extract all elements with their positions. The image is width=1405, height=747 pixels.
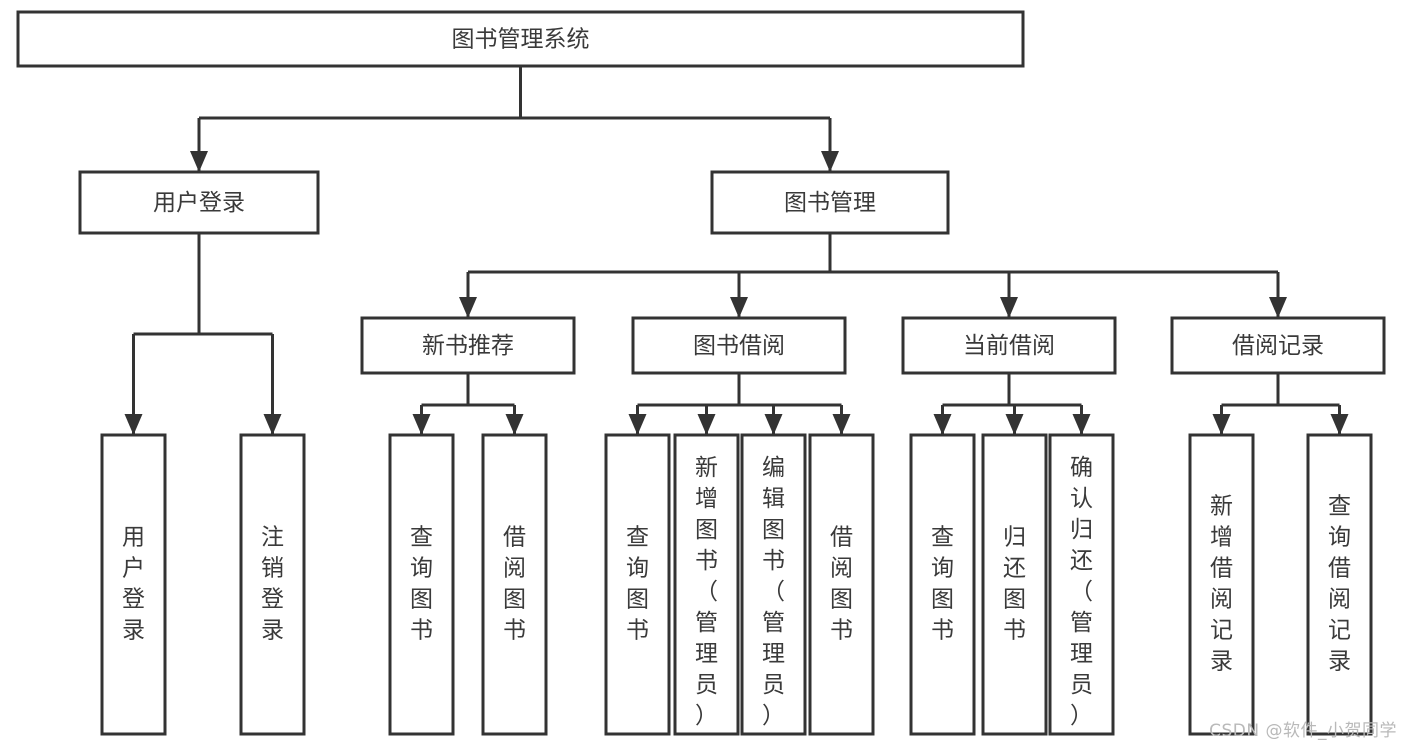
node-leaf-add-record-box[interactable]: [1188, 433, 1255, 736]
arrow-head-icon: [933, 414, 952, 435]
node-leaf-edit-book[interactable]: 编辑图书（管理员）: [740, 433, 807, 736]
node-current-borrow-label: 当前借阅: [963, 333, 1055, 359]
node-leaf-edit-book-label: 编辑图书（管理员）: [762, 455, 785, 729]
arrow-head-icon: [263, 414, 282, 435]
arrow-head-icon: [459, 297, 477, 318]
node-borrow-record-box[interactable]: [1170, 316, 1386, 375]
arrow-head-icon: [1212, 414, 1231, 435]
node-borrow-record[interactable]: 借阅记录: [1170, 316, 1386, 375]
node-leaf-confirm-return-label: 确认归还（管理员）: [1070, 455, 1093, 729]
node-leaf-query-book-3-box[interactable]: [909, 433, 976, 736]
connector-layer: [124, 66, 1349, 435]
node-leaf-query-book-1-label: 查询图书: [410, 525, 433, 644]
node-new-book-rec-label: 新书推荐: [422, 333, 514, 359]
arrow-head-icon: [124, 414, 143, 435]
node-leaf-query-book-3[interactable]: 查询图书: [909, 433, 976, 736]
node-leaf-logout-box[interactable]: [239, 433, 306, 736]
csdn-watermark: CSDN @软件_小贺同学: [1209, 721, 1397, 741]
node-leaf-query-record-label: 查询借阅记录: [1328, 494, 1351, 675]
node-leaf-borrow-book-1-label: 借阅图书: [503, 525, 526, 644]
arrow-head-icon: [1072, 414, 1091, 435]
node-current-borrow-box[interactable]: [901, 316, 1117, 375]
node-leaf-borrow-book-2-box[interactable]: [808, 433, 875, 736]
arrow-head-icon: [730, 297, 748, 318]
node-book-borrow-label: 图书借阅: [693, 333, 785, 359]
node-leaf-add-record[interactable]: 新增借阅记录: [1188, 433, 1255, 736]
arrow-head-icon: [190, 151, 208, 172]
node-root[interactable]: 图书管理系统: [16, 10, 1025, 68]
arrow-head-icon: [505, 414, 524, 435]
node-leaf-add-book[interactable]: 新增图书（管理员）: [673, 433, 740, 736]
node-user-login-label: 用户登录: [153, 190, 245, 216]
node-leaf-query-record-box[interactable]: [1306, 433, 1373, 736]
arrow-head-icon: [628, 414, 647, 435]
node-book-borrow-box[interactable]: [631, 316, 847, 375]
node-leaf-return-book-box[interactable]: [981, 433, 1048, 736]
node-leaf-return-book[interactable]: 归还图书: [981, 433, 1048, 736]
node-leaf-borrow-book-1-box[interactable]: [481, 433, 548, 736]
node-leaf-query-record[interactable]: 查询借阅记录: [1306, 433, 1373, 736]
node-leaf-borrow-book-1[interactable]: 借阅图书: [481, 433, 548, 736]
arrow-head-icon: [821, 151, 839, 172]
node-user-login-box[interactable]: [78, 170, 320, 235]
arrow-head-icon: [697, 414, 716, 435]
arrow-head-icon: [412, 414, 431, 435]
node-book-manage[interactable]: 图书管理: [710, 170, 950, 235]
node-new-book-rec-box[interactable]: [360, 316, 576, 375]
node-leaf-query-book-2-label: 查询图书: [626, 525, 649, 644]
node-leaf-borrow-book-2[interactable]: 借阅图书: [808, 433, 875, 736]
node-leaf-user-login[interactable]: 用户登录: [100, 433, 167, 736]
node-book-manage-box[interactable]: [710, 170, 950, 235]
node-leaf-query-book-2-box[interactable]: [604, 433, 671, 736]
node-user-login[interactable]: 用户登录: [78, 170, 320, 235]
node-leaf-add-book-box[interactable]: [673, 433, 740, 736]
node-leaf-confirm-return[interactable]: 确认归还（管理员）: [1048, 433, 1115, 736]
node-current-borrow[interactable]: 当前借阅: [901, 316, 1117, 375]
node-layer: 图书管理系统用户登录图书管理新书推荐图书借阅当前借阅借阅记录用户登录注销登录查询…: [16, 10, 1386, 736]
node-leaf-return-book-label: 归还图书: [1003, 525, 1026, 644]
node-leaf-query-book-2[interactable]: 查询图书: [604, 433, 671, 736]
arrow-head-icon: [1000, 297, 1018, 318]
node-new-book-rec[interactable]: 新书推荐: [360, 316, 576, 375]
node-book-manage-label: 图书管理: [784, 190, 876, 216]
node-leaf-add-record-label: 新增借阅记录: [1210, 494, 1233, 675]
node-leaf-user-login-label: 用户登录: [122, 525, 145, 644]
node-leaf-query-book-1-box[interactable]: [388, 433, 455, 736]
arrow-head-icon: [832, 414, 851, 435]
arrow-head-icon: [1005, 414, 1024, 435]
node-leaf-query-book-1[interactable]: 查询图书: [388, 433, 455, 736]
node-leaf-borrow-book-2-label: 借阅图书: [830, 525, 853, 644]
node-root-box[interactable]: [16, 10, 1025, 68]
node-leaf-query-book-3-label: 查询图书: [931, 525, 954, 644]
node-leaf-confirm-return-box[interactable]: [1048, 433, 1115, 736]
node-book-borrow[interactable]: 图书借阅: [631, 316, 847, 375]
arrow-head-icon: [764, 414, 783, 435]
node-leaf-logout[interactable]: 注销登录: [239, 433, 306, 736]
node-root-label: 图书管理系统: [452, 27, 590, 53]
node-leaf-user-login-box[interactable]: [100, 433, 167, 736]
arrow-head-icon: [1269, 297, 1287, 318]
arrow-head-icon: [1330, 414, 1349, 435]
node-leaf-logout-label: 注销登录: [261, 525, 284, 644]
node-leaf-edit-book-box[interactable]: [740, 433, 807, 736]
node-leaf-add-book-label: 新增图书（管理员）: [695, 455, 718, 729]
node-borrow-record-label: 借阅记录: [1232, 333, 1324, 359]
